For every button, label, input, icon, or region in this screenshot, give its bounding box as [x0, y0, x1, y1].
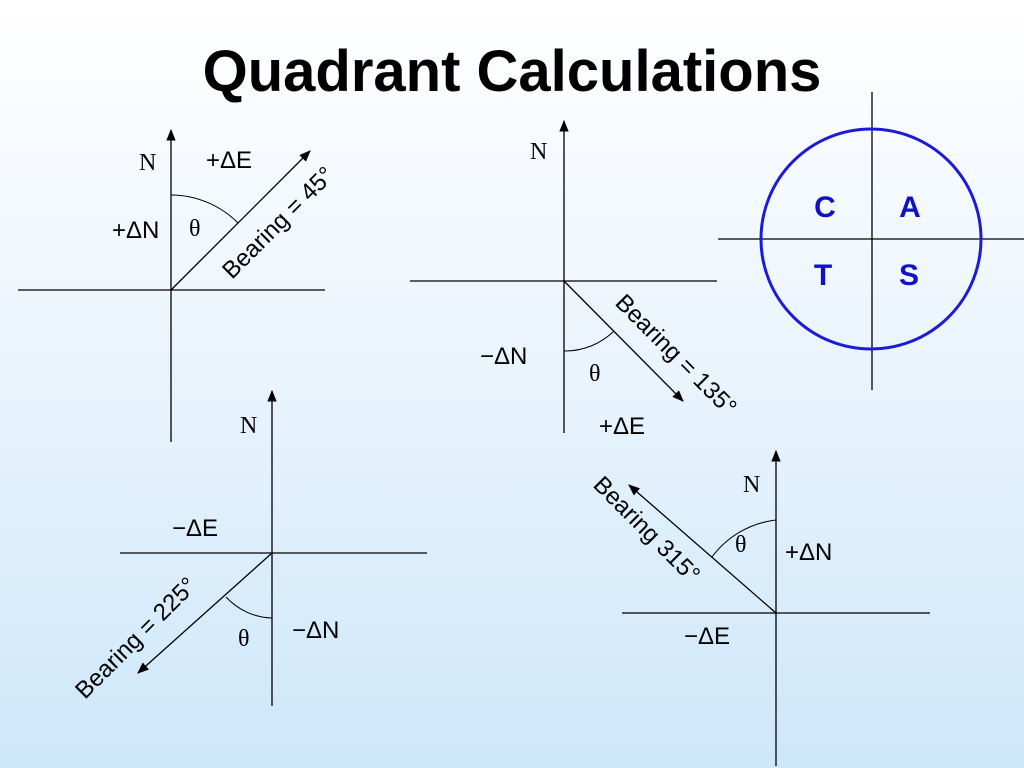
bearing-label: Bearing = 45°: [217, 162, 340, 285]
bearing-arrow: [170, 150, 311, 291]
bearing-label: Bearing 315°: [588, 471, 705, 588]
diagram-bearing-315: N θ +ΔN −ΔE Bearing 315°: [588, 449, 930, 766]
delta-n-label: +ΔN: [785, 539, 832, 566]
cast-label-c: C: [814, 191, 836, 224]
north-label: N: [240, 413, 257, 439]
north-label: N: [743, 472, 760, 498]
angle-arc: [170, 194, 239, 224]
delta-n-label: −ΔN: [480, 343, 527, 370]
cast-diagram: C A T S: [718, 92, 1024, 390]
bearing-arrow: [628, 484, 777, 614]
delta-n-label: −ΔN: [292, 617, 339, 644]
theta-label: θ: [189, 216, 201, 242]
theta-label: θ: [589, 361, 601, 387]
theta-label: θ: [238, 626, 250, 652]
delta-e-label: −ΔE: [172, 515, 218, 542]
angle-arc: [563, 330, 615, 352]
delta-e-label: −ΔE: [684, 623, 730, 650]
cast-label-s: S: [899, 259, 919, 292]
angle-arc: [225, 596, 273, 619]
bearing-arrow: [563, 280, 684, 402]
theta-label: θ: [735, 532, 747, 558]
cast-label-t: T: [814, 259, 832, 292]
page-title: Quadrant Calculations: [202, 39, 822, 104]
delta-e-label: +ΔE: [206, 147, 252, 174]
cast-circle: [759, 127, 983, 351]
bearing-label: Bearing = 135°: [610, 289, 742, 421]
diagram-bearing-45: N +ΔE +ΔN θ Bearing = 45°: [18, 128, 340, 442]
north-label: N: [139, 150, 156, 176]
bearing-arrow: [137, 552, 273, 674]
diagram-bearing-135: N −ΔN θ +ΔE Bearing = 135°: [410, 119, 742, 440]
angle-arc: [711, 519, 777, 558]
north-label: N: [530, 139, 547, 165]
delta-n-label: +ΔN: [112, 217, 159, 244]
delta-e-label: +ΔE: [599, 413, 645, 440]
cast-label-a: A: [899, 191, 921, 224]
diagram-bearing-225: N −ΔE θ −ΔN Bearing = 225°: [70, 389, 427, 706]
bearing-label: Bearing = 225°: [70, 572, 202, 704]
